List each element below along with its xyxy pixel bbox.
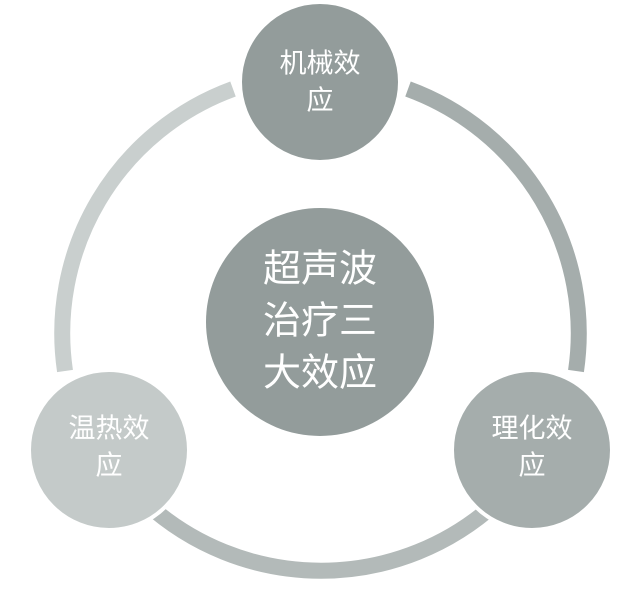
node-mechanical-effect: 机械效 应 (238, 0, 402, 164)
center-label-line-1: 超声波 (263, 247, 377, 291)
center-label-line-2: 治疗三 (263, 299, 377, 343)
node-physicochemical-circle (450, 368, 614, 532)
node-mechanical-circle (238, 0, 402, 164)
center-label-line-3: 大效应 (263, 351, 377, 395)
node-physicochemical-label-line-1: 理化效 (492, 414, 573, 445)
node-physicochemical-label-line-2: 应 (519, 451, 546, 482)
node-mechanical-label-line-1: 机械效 (280, 49, 361, 80)
center-node: 超声波 治疗三 大效应 (206, 208, 434, 436)
node-thermal-effect: 温热效 应 (27, 368, 191, 532)
ring-arc-thermal-to-mechanical (54, 81, 236, 373)
node-thermal-label-line-1: 温热效 (69, 414, 150, 445)
node-thermal-label-line-2: 应 (96, 451, 123, 482)
node-physicochemical-effect: 理化效 应 (450, 368, 614, 532)
node-thermal-circle (27, 368, 191, 532)
ring-arc-mechanical-to-physicochemical (405, 81, 587, 373)
node-mechanical-label-line-2: 应 (307, 86, 334, 117)
center-circle (206, 208, 434, 436)
ring-arc-physicochemical-to-thermal (140, 497, 502, 579)
